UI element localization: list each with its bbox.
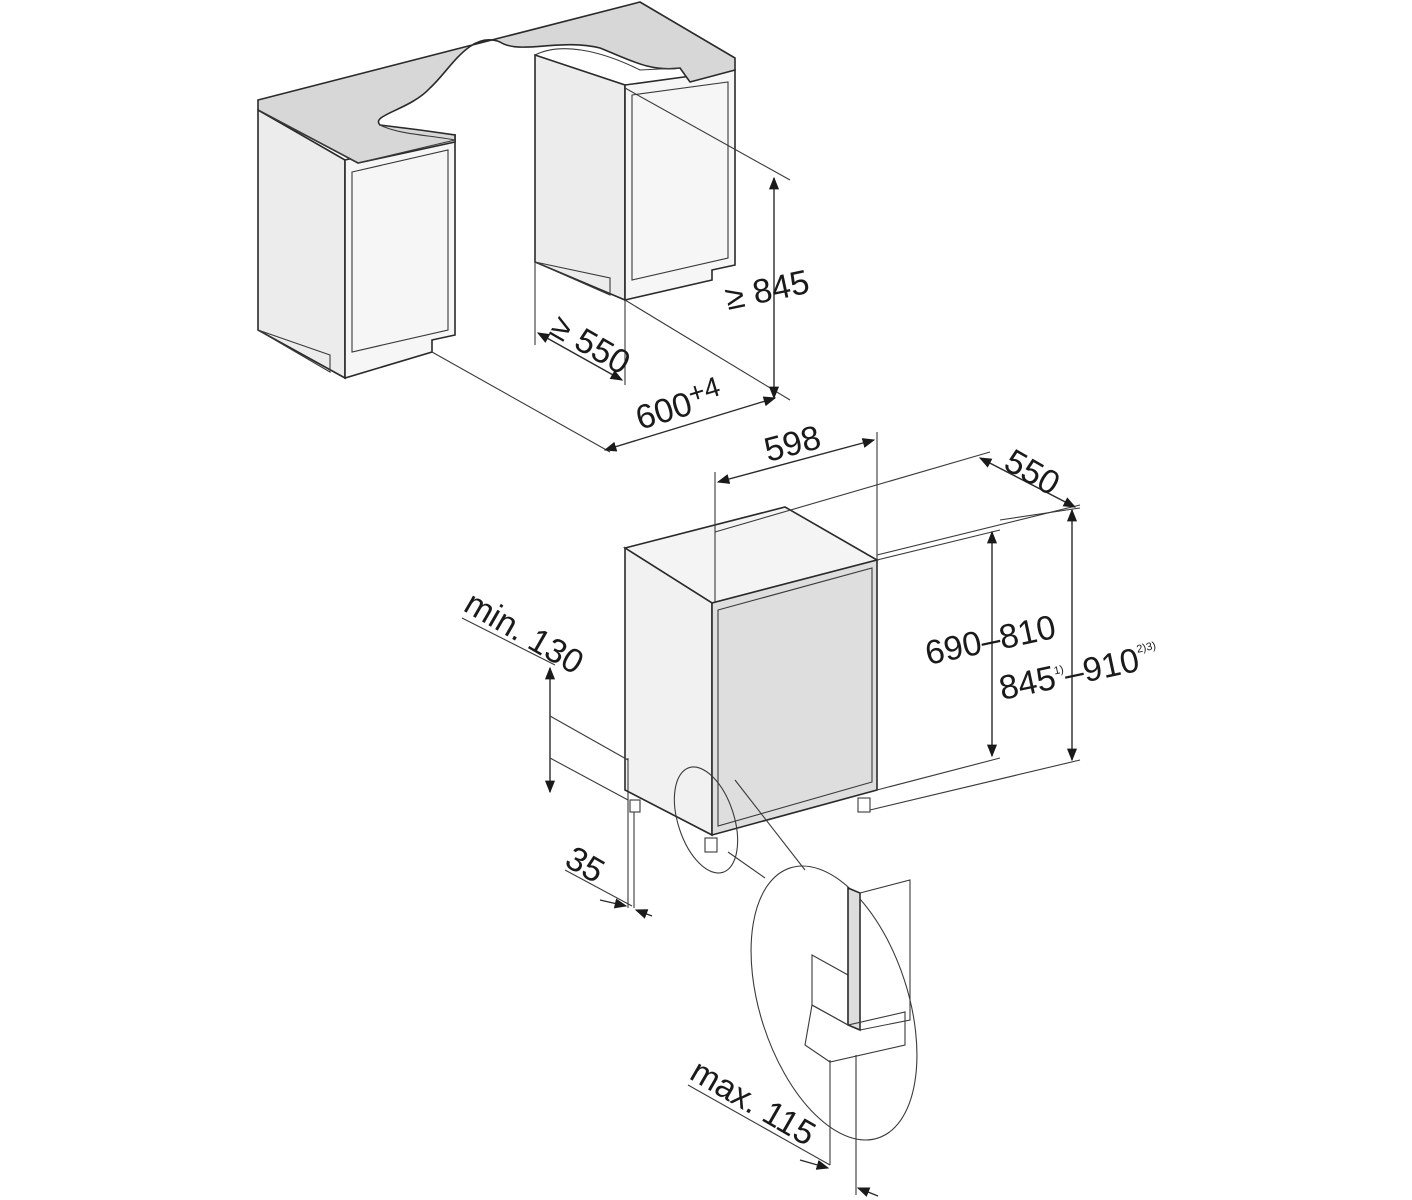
detail-plinth — [804, 879, 911, 1063]
detail-magnifier — [687, 779, 918, 1197]
niche-dimensions — [431, 87, 791, 453]
total-height-min-footnote: 1) — [1053, 664, 1065, 678]
detail-marker-circle — [673, 766, 739, 874]
total-height-max: 910 — [1079, 641, 1142, 690]
foot-offset-label: 35 — [559, 839, 611, 891]
total-height-max-footnote: 2)3) — [1135, 640, 1157, 656]
countertop — [257, 1, 736, 164]
appliance-depth-label: 550 — [998, 442, 1066, 503]
plinth-height-label: min. 130 — [458, 584, 590, 682]
total-height-min: 845 — [996, 659, 1059, 708]
right-cabinet — [534, 53, 736, 302]
foot-front-right — [857, 797, 871, 813]
foot-rear-left — [629, 799, 641, 813]
niche-height-label: ≥ 845 — [722, 263, 813, 318]
foot-front-left — [704, 837, 718, 853]
dishwasher — [623, 506, 880, 874]
appliance-width-label: 598 — [760, 418, 825, 469]
niche-width-base: 600 — [631, 385, 696, 438]
kitchen-niche — [257, 1, 736, 380]
plinth-dimensions — [461, 617, 653, 919]
appliance-dimensions — [714, 432, 1081, 811]
left-cabinet — [257, 108, 456, 380]
plinth-depth-label: max. 115 — [684, 1052, 822, 1154]
niche-depth-label: ≥ 550 — [544, 307, 636, 382]
